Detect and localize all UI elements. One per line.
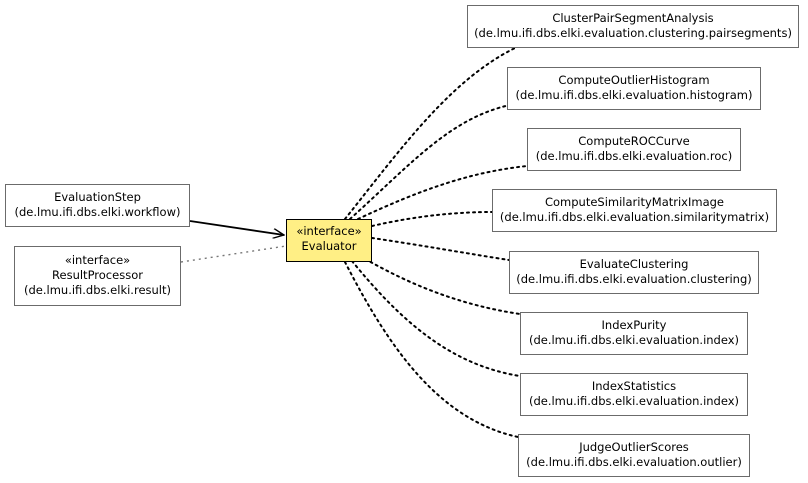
evaluationstep-package: (de.lmu.ifi.dbs.elki.workflow) (14, 205, 181, 219)
judgeoutlierscores-node[interactable]: JudgeOutlierScores (de.lmu.ifi.dbs.elki.… (518, 434, 750, 477)
edge-computeroccurve (357, 165, 528, 220)
judgeoutlierscores-package: (de.lmu.ifi.dbs.elki.evaluation.outlier) (526, 455, 742, 469)
edge-computeoutlierhistogram (349, 104, 511, 220)
edge-judgeoutlierscores (344, 261, 519, 438)
edge-indexstatistics (351, 260, 521, 377)
indexstatistics-name: IndexStatistics (591, 379, 677, 393)
computeroccurve-node[interactable]: ComputeROCCurve (de.lmu.ifi.dbs.elki.eva… (527, 128, 741, 171)
resultprocessor-package: (de.lmu.ifi.dbs.elki.result) (23, 283, 171, 297)
evaluateclustering-name: EvaluateClustering (579, 257, 689, 271)
clusterpairsegmentanalysis-name: ClusterPairSegmentAnalysis (552, 11, 714, 25)
resultprocessor-name: ResultProcessor (52, 268, 143, 282)
computeroccurve-package: (de.lmu.ifi.dbs.elki.evaluation.roc) (535, 149, 733, 163)
edge-evaluationstep-evaluator (189, 220, 284, 235)
resultprocessor-stereotype: «interface» (64, 253, 131, 267)
clusterpairsegmentanalysis-package: (de.lmu.ifi.dbs.elki.evaluation.clusteri… (474, 26, 792, 40)
indexpurity-package: (de.lmu.ifi.dbs.elki.evaluation.index) (528, 333, 740, 347)
computesimilaritymatriximage-node[interactable]: ComputeSimilarityMatrixImage (de.lmu.ifi… (492, 189, 777, 232)
computeoutlierhistogram-package: (de.lmu.ifi.dbs.elki.evaluation.histogra… (515, 88, 753, 102)
computesimilaritymatriximage-package: (de.lmu.ifi.dbs.elki.evaluation.similari… (499, 210, 770, 224)
clusterpairsegmentanalysis-node[interactable]: ClusterPairSegmentAnalysis (de.lmu.ifi.d… (467, 5, 799, 48)
indexstatistics-package: (de.lmu.ifi.dbs.elki.evaluation.index) (528, 394, 740, 408)
resultprocessor-node[interactable]: «interface» ResultProcessor (de.lmu.ifi.… (14, 246, 181, 306)
edge-indexpurity (359, 255, 521, 315)
edge-computesimilaritymatriximage (371, 211, 493, 227)
edge-clusterpairsegmentanalysis (344, 47, 516, 220)
evaluateclustering-node[interactable]: EvaluateClustering (de.lmu.ifi.dbs.elki.… (509, 251, 759, 294)
evaluator-stereotype: «interface» (296, 224, 362, 238)
evaluator-node[interactable]: «interface» Evaluator (286, 219, 372, 262)
computeroccurve-name: ComputeROCCurve (578, 134, 690, 148)
evaluator-name: Evaluator (301, 239, 357, 253)
evaluateclustering-package: (de.lmu.ifi.dbs.elki.evaluation.clusteri… (516, 272, 752, 286)
judgeoutlierscores-name: JudgeOutlierScores (579, 440, 689, 454)
computesimilaritymatriximage-name: ComputeSimilarityMatrixImage (544, 195, 725, 209)
edge-evaluateclustering (371, 237, 510, 261)
indexpurity-node[interactable]: IndexPurity (de.lmu.ifi.dbs.elki.evaluat… (520, 312, 748, 355)
indexstatistics-node[interactable]: IndexStatistics (de.lmu.ifi.dbs.elki.eva… (520, 373, 748, 416)
edge-resultprocessor-evaluator (180, 245, 287, 263)
evaluationstep-name: EvaluationStep (54, 190, 141, 204)
computeoutlierhistogram-node[interactable]: ComputeOutlierHistogram (de.lmu.ifi.dbs.… (507, 67, 761, 110)
computeoutlierhistogram-name: ComputeOutlierHistogram (558, 73, 710, 87)
indexpurity-name: IndexPurity (601, 318, 667, 332)
evaluationstep-node[interactable]: EvaluationStep (de.lmu.ifi.dbs.elki.work… (5, 184, 190, 227)
